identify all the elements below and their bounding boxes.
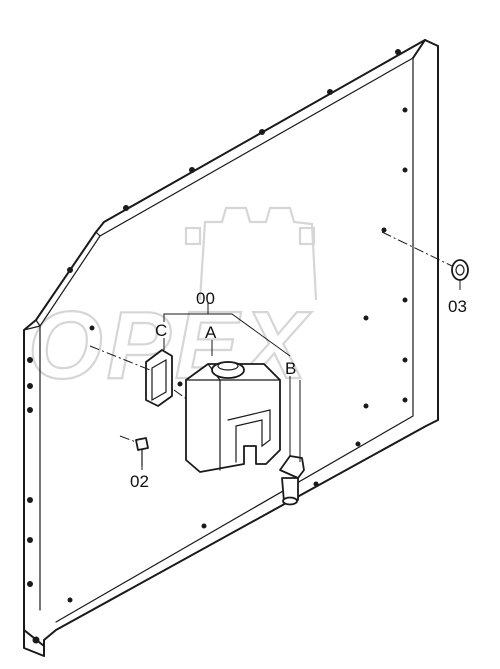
bolt-02 bbox=[135, 437, 149, 470]
centerlines bbox=[89, 231, 453, 443]
door-panel bbox=[23, 39, 439, 657]
label-bracket-c: C bbox=[155, 321, 167, 340]
label-bolt-02: 02 bbox=[130, 472, 149, 491]
label-tank-a: A bbox=[205, 323, 217, 342]
washer-tank bbox=[185, 361, 281, 473]
label-bracket-b: B bbox=[285, 359, 296, 378]
bracket-b bbox=[279, 376, 305, 506]
watermark-gear-icon bbox=[184, 206, 318, 301]
label-grommet-03: 03 bbox=[448, 297, 467, 316]
label-assembly-00: 00 bbox=[196, 289, 215, 308]
grommet-03 bbox=[451, 259, 469, 290]
assembly-leader bbox=[163, 302, 291, 357]
bracket-c bbox=[145, 338, 173, 407]
